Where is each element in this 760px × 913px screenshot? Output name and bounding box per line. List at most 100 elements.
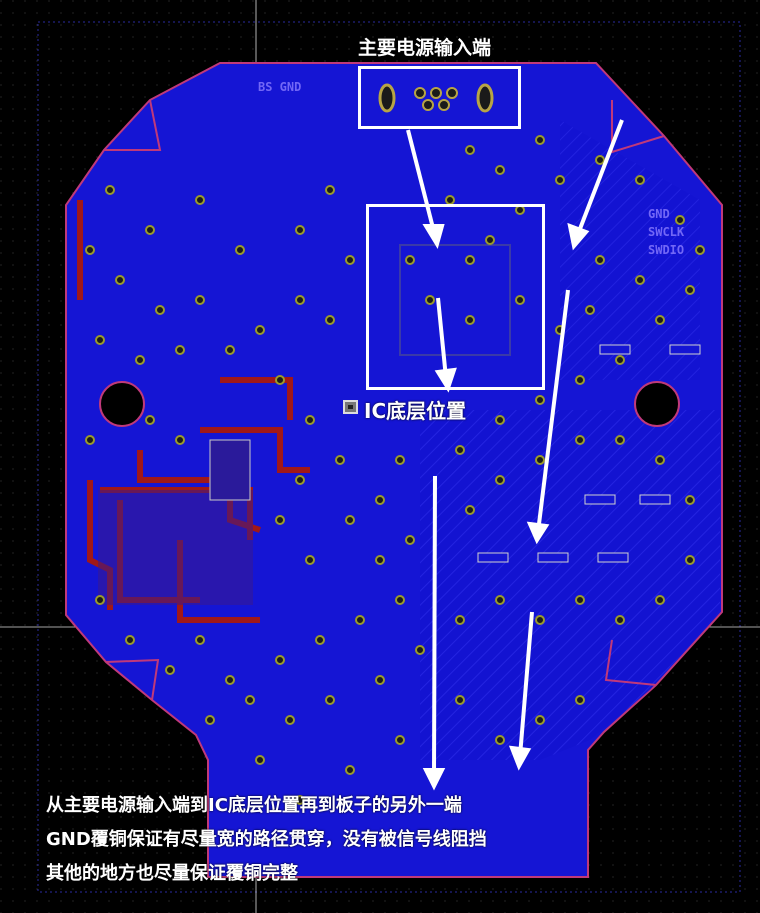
mounting-hole-left xyxy=(99,381,145,427)
via xyxy=(345,515,355,525)
via xyxy=(455,445,465,455)
via xyxy=(455,695,465,705)
via xyxy=(235,245,245,255)
via xyxy=(145,415,155,425)
via xyxy=(195,195,205,205)
via xyxy=(225,675,235,685)
board-notch-bottom-right xyxy=(604,639,657,686)
via xyxy=(355,615,365,625)
via xyxy=(685,495,695,505)
board-notch-top-left xyxy=(104,99,162,151)
via xyxy=(685,555,695,565)
via xyxy=(275,655,285,665)
via xyxy=(655,455,665,465)
via xyxy=(205,715,215,725)
via xyxy=(255,755,265,765)
via xyxy=(395,595,405,605)
via xyxy=(305,555,315,565)
via xyxy=(535,715,545,725)
via xyxy=(615,435,625,445)
via xyxy=(575,595,585,605)
note-line-2: GND覆铜保证有尽量宽的路径贯穿，没有被信号线阻挡 xyxy=(46,829,487,850)
ic-footprint xyxy=(399,244,511,356)
via xyxy=(695,245,705,255)
power-input-highlight-box xyxy=(358,66,521,129)
via xyxy=(135,355,145,365)
via xyxy=(115,275,125,285)
via xyxy=(275,515,285,525)
ic-bottom-label: IC底层位置 xyxy=(364,399,467,423)
via xyxy=(395,735,405,745)
via xyxy=(85,245,95,255)
via-array xyxy=(85,135,705,805)
via xyxy=(535,615,545,625)
via xyxy=(615,615,625,625)
swd-dio-label: SWDIO xyxy=(648,243,685,257)
board-frame xyxy=(37,21,741,893)
via xyxy=(165,665,175,675)
via xyxy=(535,135,545,145)
via xyxy=(325,315,335,325)
via xyxy=(485,235,495,245)
usb-connector-pads xyxy=(378,83,494,113)
via xyxy=(465,145,475,155)
via xyxy=(275,375,285,385)
via xyxy=(535,455,545,465)
via xyxy=(195,635,205,645)
note-line-1: 从主要电源输入端到IC底层位置再到板子的另外一端 xyxy=(46,795,462,816)
via xyxy=(345,765,355,775)
via xyxy=(285,715,295,725)
via xyxy=(595,155,605,165)
swd-clk-label: SWCLK xyxy=(648,225,685,239)
via xyxy=(195,295,205,305)
via xyxy=(585,305,595,315)
via xyxy=(345,255,355,265)
ic-pad-marker xyxy=(343,400,358,414)
mcu-footprint xyxy=(98,490,253,605)
via xyxy=(395,455,405,465)
swd-gnd-label: GND xyxy=(648,207,670,221)
via xyxy=(125,635,135,645)
via xyxy=(465,315,475,325)
board-notch-bottom-left xyxy=(105,658,160,701)
via xyxy=(575,375,585,385)
via xyxy=(445,195,455,205)
via xyxy=(655,595,665,605)
via xyxy=(465,255,475,265)
resistor-footprints xyxy=(477,344,701,563)
via xyxy=(375,675,385,685)
via xyxy=(315,635,325,645)
via xyxy=(85,435,95,445)
via xyxy=(225,345,235,355)
via xyxy=(635,175,645,185)
via xyxy=(615,355,625,365)
via xyxy=(325,185,335,195)
via xyxy=(295,225,305,235)
via xyxy=(405,255,415,265)
via xyxy=(655,315,665,325)
component-footprint xyxy=(209,439,251,501)
via xyxy=(495,415,505,425)
board-notch-top-right xyxy=(611,100,665,154)
via xyxy=(455,615,465,625)
via xyxy=(305,415,315,425)
silkscreen-label: BS GND xyxy=(258,80,302,94)
via xyxy=(295,295,305,305)
via xyxy=(335,455,345,465)
via xyxy=(145,225,155,235)
via xyxy=(425,295,435,305)
via xyxy=(495,735,505,745)
via xyxy=(495,165,505,175)
via xyxy=(685,285,695,295)
via xyxy=(675,215,685,225)
power-input-label: 主要电源输入端 xyxy=(358,37,492,59)
note-line-3: 其他的地方也尽量保证覆铜完整 xyxy=(46,863,298,884)
via xyxy=(575,435,585,445)
via xyxy=(515,295,525,305)
via xyxy=(575,695,585,705)
via xyxy=(155,305,165,315)
via xyxy=(245,695,255,705)
via xyxy=(295,795,305,805)
via xyxy=(175,435,185,445)
